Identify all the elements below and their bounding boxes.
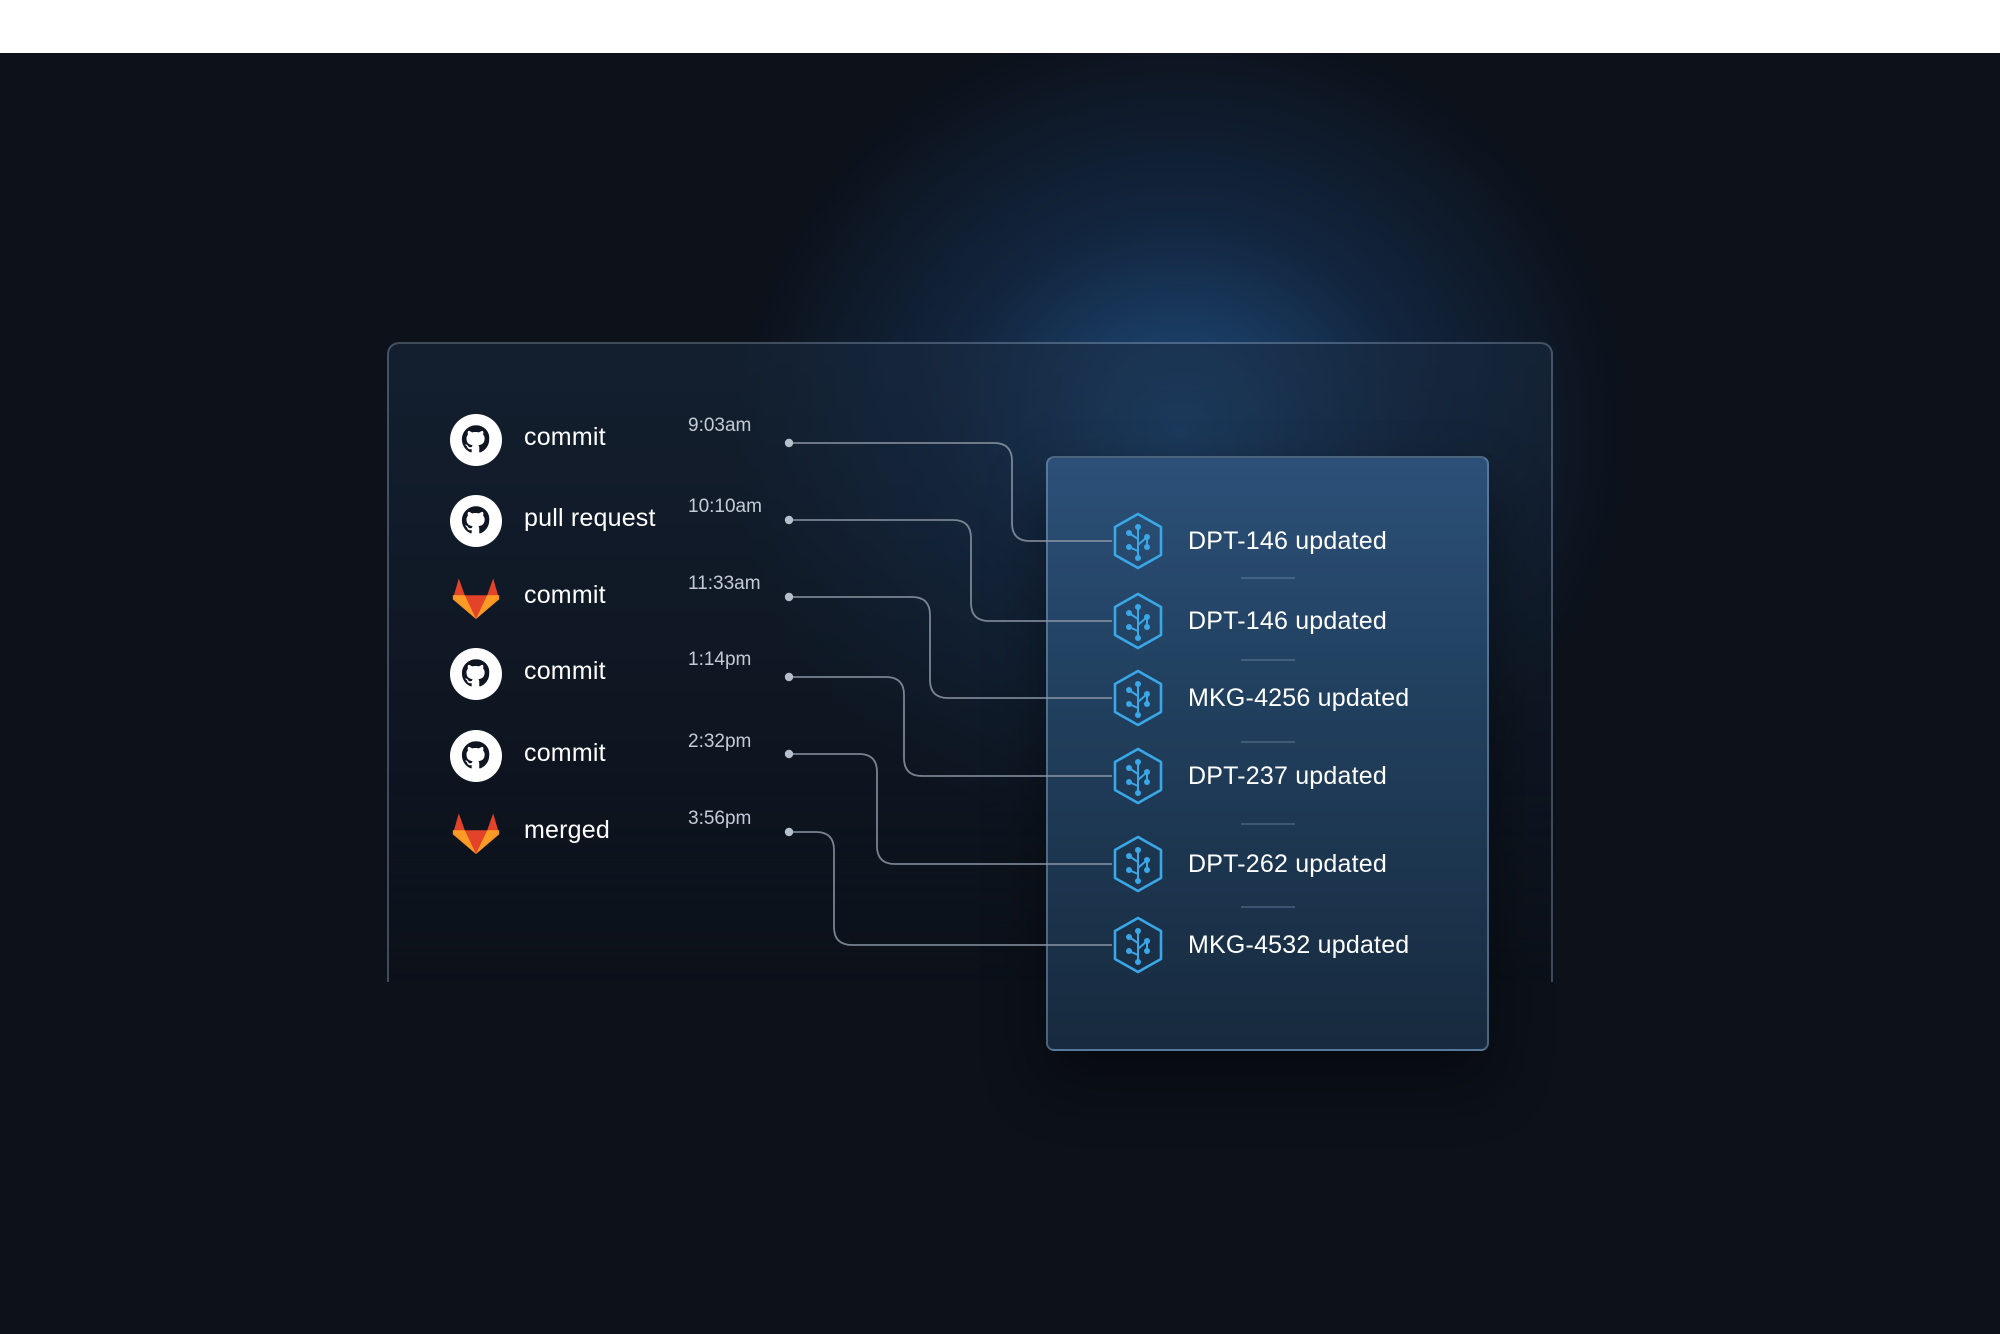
event-row: commit 9:03am — [450, 411, 830, 467]
event-label: pull request — [524, 504, 656, 532]
issue-tracker-icon — [1113, 512, 1163, 570]
connectors — [784, 438, 1112, 946]
issue-tracker-icon — [1113, 747, 1163, 805]
event-label: merged — [524, 816, 610, 844]
connector-line — [789, 519, 1112, 622]
event-time: 3:56pm — [688, 808, 752, 829]
divider — [1241, 906, 1295, 908]
connector-line — [789, 676, 1112, 777]
issue-row: DPT-262 updated — [1110, 834, 1470, 894]
issue-label: MKG-4532 updated — [1188, 931, 1410, 959]
event-time: 1:14pm — [688, 649, 752, 670]
event-label: commit — [524, 739, 606, 767]
divider — [1241, 577, 1295, 579]
canvas: commit 9:03am pull request 10:10am commi… — [0, 53, 2000, 1334]
issue-row: DPT-146 updated — [1110, 591, 1470, 651]
issue-tracker-icon — [1113, 592, 1163, 650]
issue-label: DPT-146 updated — [1188, 607, 1387, 635]
issue-row: MKG-4532 updated — [1110, 915, 1470, 975]
issue-tracker-icon — [1113, 916, 1163, 974]
connector-dot — [784, 749, 794, 759]
issue-row: DPT-237 updated — [1110, 746, 1470, 806]
connector-dot — [784, 672, 794, 682]
connector-line — [789, 596, 1112, 699]
github-icon — [450, 648, 502, 700]
github-icon — [450, 495, 502, 547]
event-row: commit 1:14pm — [450, 645, 830, 701]
event-row: pull request 10:10am — [450, 492, 830, 548]
event-row: commit 11:33am — [450, 569, 830, 625]
event-row: commit 2:32pm — [450, 727, 830, 783]
connector-dot — [784, 827, 794, 837]
connector-dot — [784, 515, 794, 525]
issue-tracker-icon — [1113, 669, 1163, 727]
github-icon — [450, 414, 502, 466]
gitlab-icon — [452, 813, 500, 854]
divider — [1241, 741, 1295, 743]
connector-line — [789, 831, 1112, 946]
event-row: merged 3:56pm — [450, 804, 830, 860]
event-time: 11:33am — [688, 573, 761, 594]
github-icon — [450, 730, 502, 782]
issue-row: DPT-146 updated — [1110, 511, 1470, 571]
issue-label: DPT-237 updated — [1188, 762, 1387, 790]
connector-dot — [784, 592, 794, 602]
issue-label: MKG-4256 updated — [1188, 684, 1410, 712]
event-time: 10:10am — [688, 496, 762, 517]
issue-label: DPT-262 updated — [1188, 850, 1387, 878]
event-time: 9:03am — [688, 415, 752, 436]
event-label: commit — [524, 657, 606, 685]
event-label: commit — [524, 581, 606, 609]
issues-panel — [1046, 456, 1489, 1051]
divider — [1241, 659, 1295, 661]
issue-tracker-icon — [1113, 835, 1163, 893]
connector-line — [789, 442, 1112, 542]
issue-row: MKG-4256 updated — [1110, 668, 1470, 728]
divider — [1241, 823, 1295, 825]
connector-line — [789, 753, 1112, 865]
connector-dot — [784, 438, 794, 448]
event-label: commit — [524, 423, 606, 451]
gitlab-icon — [452, 578, 500, 619]
issue-label: DPT-146 updated — [1188, 527, 1387, 555]
event-time: 2:32pm — [688, 731, 752, 752]
